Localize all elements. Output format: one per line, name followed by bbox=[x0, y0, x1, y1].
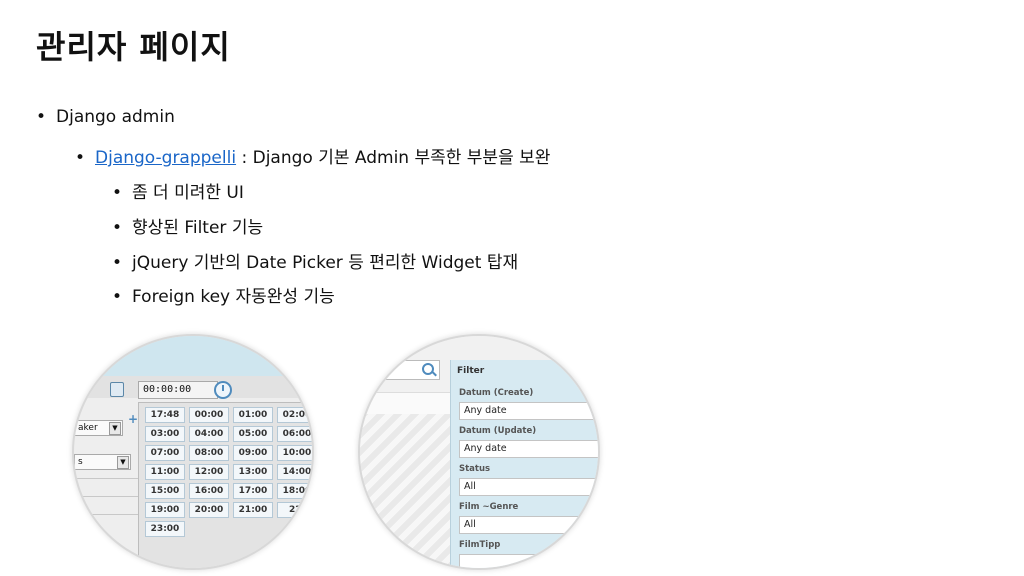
time-option[interactable]: 17:00 bbox=[233, 483, 273, 499]
time-option[interactable]: 17:48 bbox=[145, 407, 185, 423]
time-option[interactable]: 06:00 bbox=[277, 426, 312, 442]
bullet-dot: • bbox=[112, 253, 123, 273]
bullet-dot: • bbox=[112, 287, 123, 307]
side-select-value: s bbox=[78, 457, 83, 467]
list-header bbox=[360, 392, 450, 415]
bullet-dot: • bbox=[112, 183, 123, 203]
bullet-text: 향상된 Filter 기능 bbox=[132, 218, 264, 238]
filter-label: Status bbox=[459, 464, 491, 474]
time-option[interactable]: 23:00 bbox=[145, 521, 185, 537]
time-option[interactable]: 21:00 bbox=[233, 502, 273, 518]
filter-heading: Filter bbox=[457, 366, 485, 376]
divider bbox=[74, 496, 138, 497]
time-option[interactable]: 00:00 bbox=[189, 407, 229, 423]
time-input[interactable]: 00:00:00 bbox=[138, 381, 218, 399]
bullet-text: 좀 더 미려한 UI bbox=[132, 183, 244, 203]
filter-select-update[interactable]: Any date bbox=[459, 440, 598, 458]
bullet-datepicker: • jQuery 기반의 Date Picker 등 편리한 Widget 탑재 bbox=[112, 248, 518, 273]
dropdown-arrow-icon: ▼ bbox=[117, 456, 129, 469]
bullet-text: Django admin bbox=[56, 107, 175, 127]
time-option[interactable]: 19:00 bbox=[145, 502, 185, 518]
filter-label: Datum (Create) bbox=[459, 388, 534, 398]
filter-label: Film ~Genre bbox=[459, 502, 519, 512]
time-option[interactable]: 02:00 bbox=[277, 407, 312, 423]
divider bbox=[74, 514, 138, 515]
add-icon[interactable]: + bbox=[128, 412, 139, 426]
bullet-dot: • bbox=[36, 107, 47, 127]
bullet-django-admin: • Django admin bbox=[36, 107, 175, 127]
bullet-grappelli: • Django-grappelli : Django 기본 Admin 부족한 … bbox=[75, 143, 550, 168]
slide-title: 관리자 페이지 bbox=[36, 28, 231, 66]
bullet-text: : Django 기본 Admin 부족한 부분을 보완 bbox=[236, 148, 551, 168]
divider bbox=[74, 478, 138, 479]
bullet-text: jQuery 기반의 Date Picker 등 편리한 Widget 탑재 bbox=[132, 253, 519, 273]
bullet-text: Foreign key 자동완성 기능 bbox=[132, 287, 335, 307]
clock-icon[interactable] bbox=[214, 381, 232, 399]
search-input[interactable] bbox=[360, 360, 440, 380]
filter-select-genre[interactable]: All bbox=[459, 516, 598, 534]
time-option[interactable]: 20:00 bbox=[189, 502, 229, 518]
time-option[interactable]: 13:00 bbox=[233, 464, 273, 480]
calendar-icon[interactable] bbox=[110, 382, 124, 397]
time-option[interactable]: 09:00 bbox=[233, 445, 273, 461]
time-option[interactable]: 14:00 bbox=[277, 464, 312, 480]
filter-select-status[interactable]: All bbox=[459, 478, 598, 496]
grappelli-link[interactable]: Django-grappelli bbox=[95, 148, 237, 168]
search-icon[interactable] bbox=[422, 363, 434, 375]
bullet-dot: • bbox=[75, 148, 86, 168]
time-option[interactable]: 01:00 bbox=[233, 407, 273, 423]
side-select-value: aker bbox=[78, 423, 98, 433]
filter-label: FilmTipp bbox=[459, 540, 501, 550]
side-select-1[interactable]: aker ▼ bbox=[74, 420, 123, 436]
bullet-autocomplete: • Foreign key 자동완성 기능 bbox=[112, 282, 335, 307]
time-option[interactable]: 12:00 bbox=[189, 464, 229, 480]
header-strip bbox=[74, 336, 312, 376]
filter-select-create[interactable]: Any date bbox=[459, 402, 598, 420]
time-option[interactable]: 08:00 bbox=[189, 445, 229, 461]
bullet-dot: • bbox=[112, 218, 123, 238]
filter-select-filmtipp[interactable] bbox=[459, 554, 598, 568]
time-option[interactable]: 18:00 bbox=[277, 483, 312, 499]
bullet-filter: • 향상된 Filter 기능 bbox=[112, 213, 263, 238]
time-option[interactable]: 05:00 bbox=[233, 426, 273, 442]
time-option[interactable]: 15:00 bbox=[145, 483, 185, 499]
time-option[interactable]: 04:00 bbox=[189, 426, 229, 442]
filter-screenshot: Filter Datum (Create) Any date Datum (Up… bbox=[358, 334, 600, 570]
filter-label: Datum (Update) bbox=[459, 426, 537, 436]
time-option[interactable]: 10:00 bbox=[277, 445, 312, 461]
bullet-ui: • 좀 더 미려한 UI bbox=[112, 178, 244, 203]
time-option[interactable]: 03:00 bbox=[145, 426, 185, 442]
time-option[interactable]: 22: bbox=[277, 502, 312, 518]
dropdown-arrow-icon: ▼ bbox=[109, 422, 121, 435]
filter-panel: Filter Datum (Create) Any date Datum (Up… bbox=[450, 360, 598, 568]
side-select-2[interactable]: s ▼ bbox=[74, 454, 131, 470]
time-option[interactable]: 11:00 bbox=[145, 464, 185, 480]
striped-list-area bbox=[360, 414, 450, 568]
time-option[interactable]: 07:00 bbox=[145, 445, 185, 461]
time-option[interactable]: 16:00 bbox=[189, 483, 229, 499]
